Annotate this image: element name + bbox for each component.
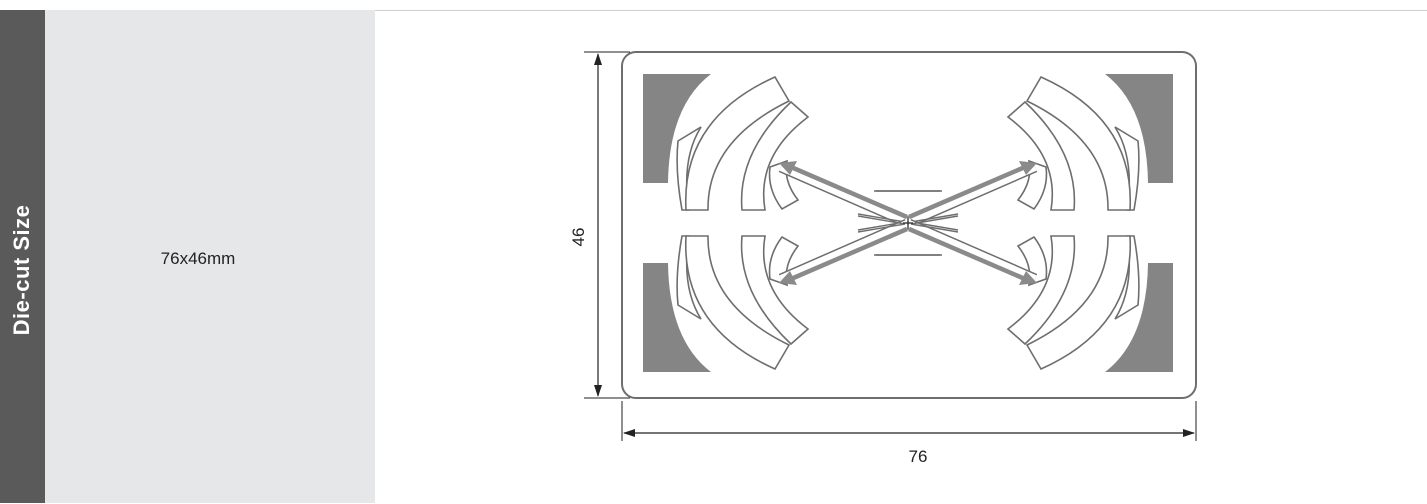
width-dimension-label: 76 bbox=[909, 447, 928, 466]
spec-value-cell: 76x46mm bbox=[45, 10, 375, 503]
height-dimension-label: 46 bbox=[569, 228, 588, 247]
antenna-dimension-drawing: 46 76 bbox=[569, 51, 1197, 466]
spec-label: Die-cut Size bbox=[9, 204, 34, 336]
spec-value: 76x46mm bbox=[160, 249, 236, 268]
dimension-drawing-cell: 46 76 bbox=[375, 10, 1427, 503]
width-dimension: 76 bbox=[621, 401, 1197, 466]
chip-center-mark bbox=[903, 218, 913, 228]
spec-row: Die-cut Size 76x46mm bbox=[0, 10, 1427, 503]
height-dimension: 46 bbox=[569, 51, 630, 399]
spec-label-band: Die-cut Size bbox=[0, 10, 45, 503]
